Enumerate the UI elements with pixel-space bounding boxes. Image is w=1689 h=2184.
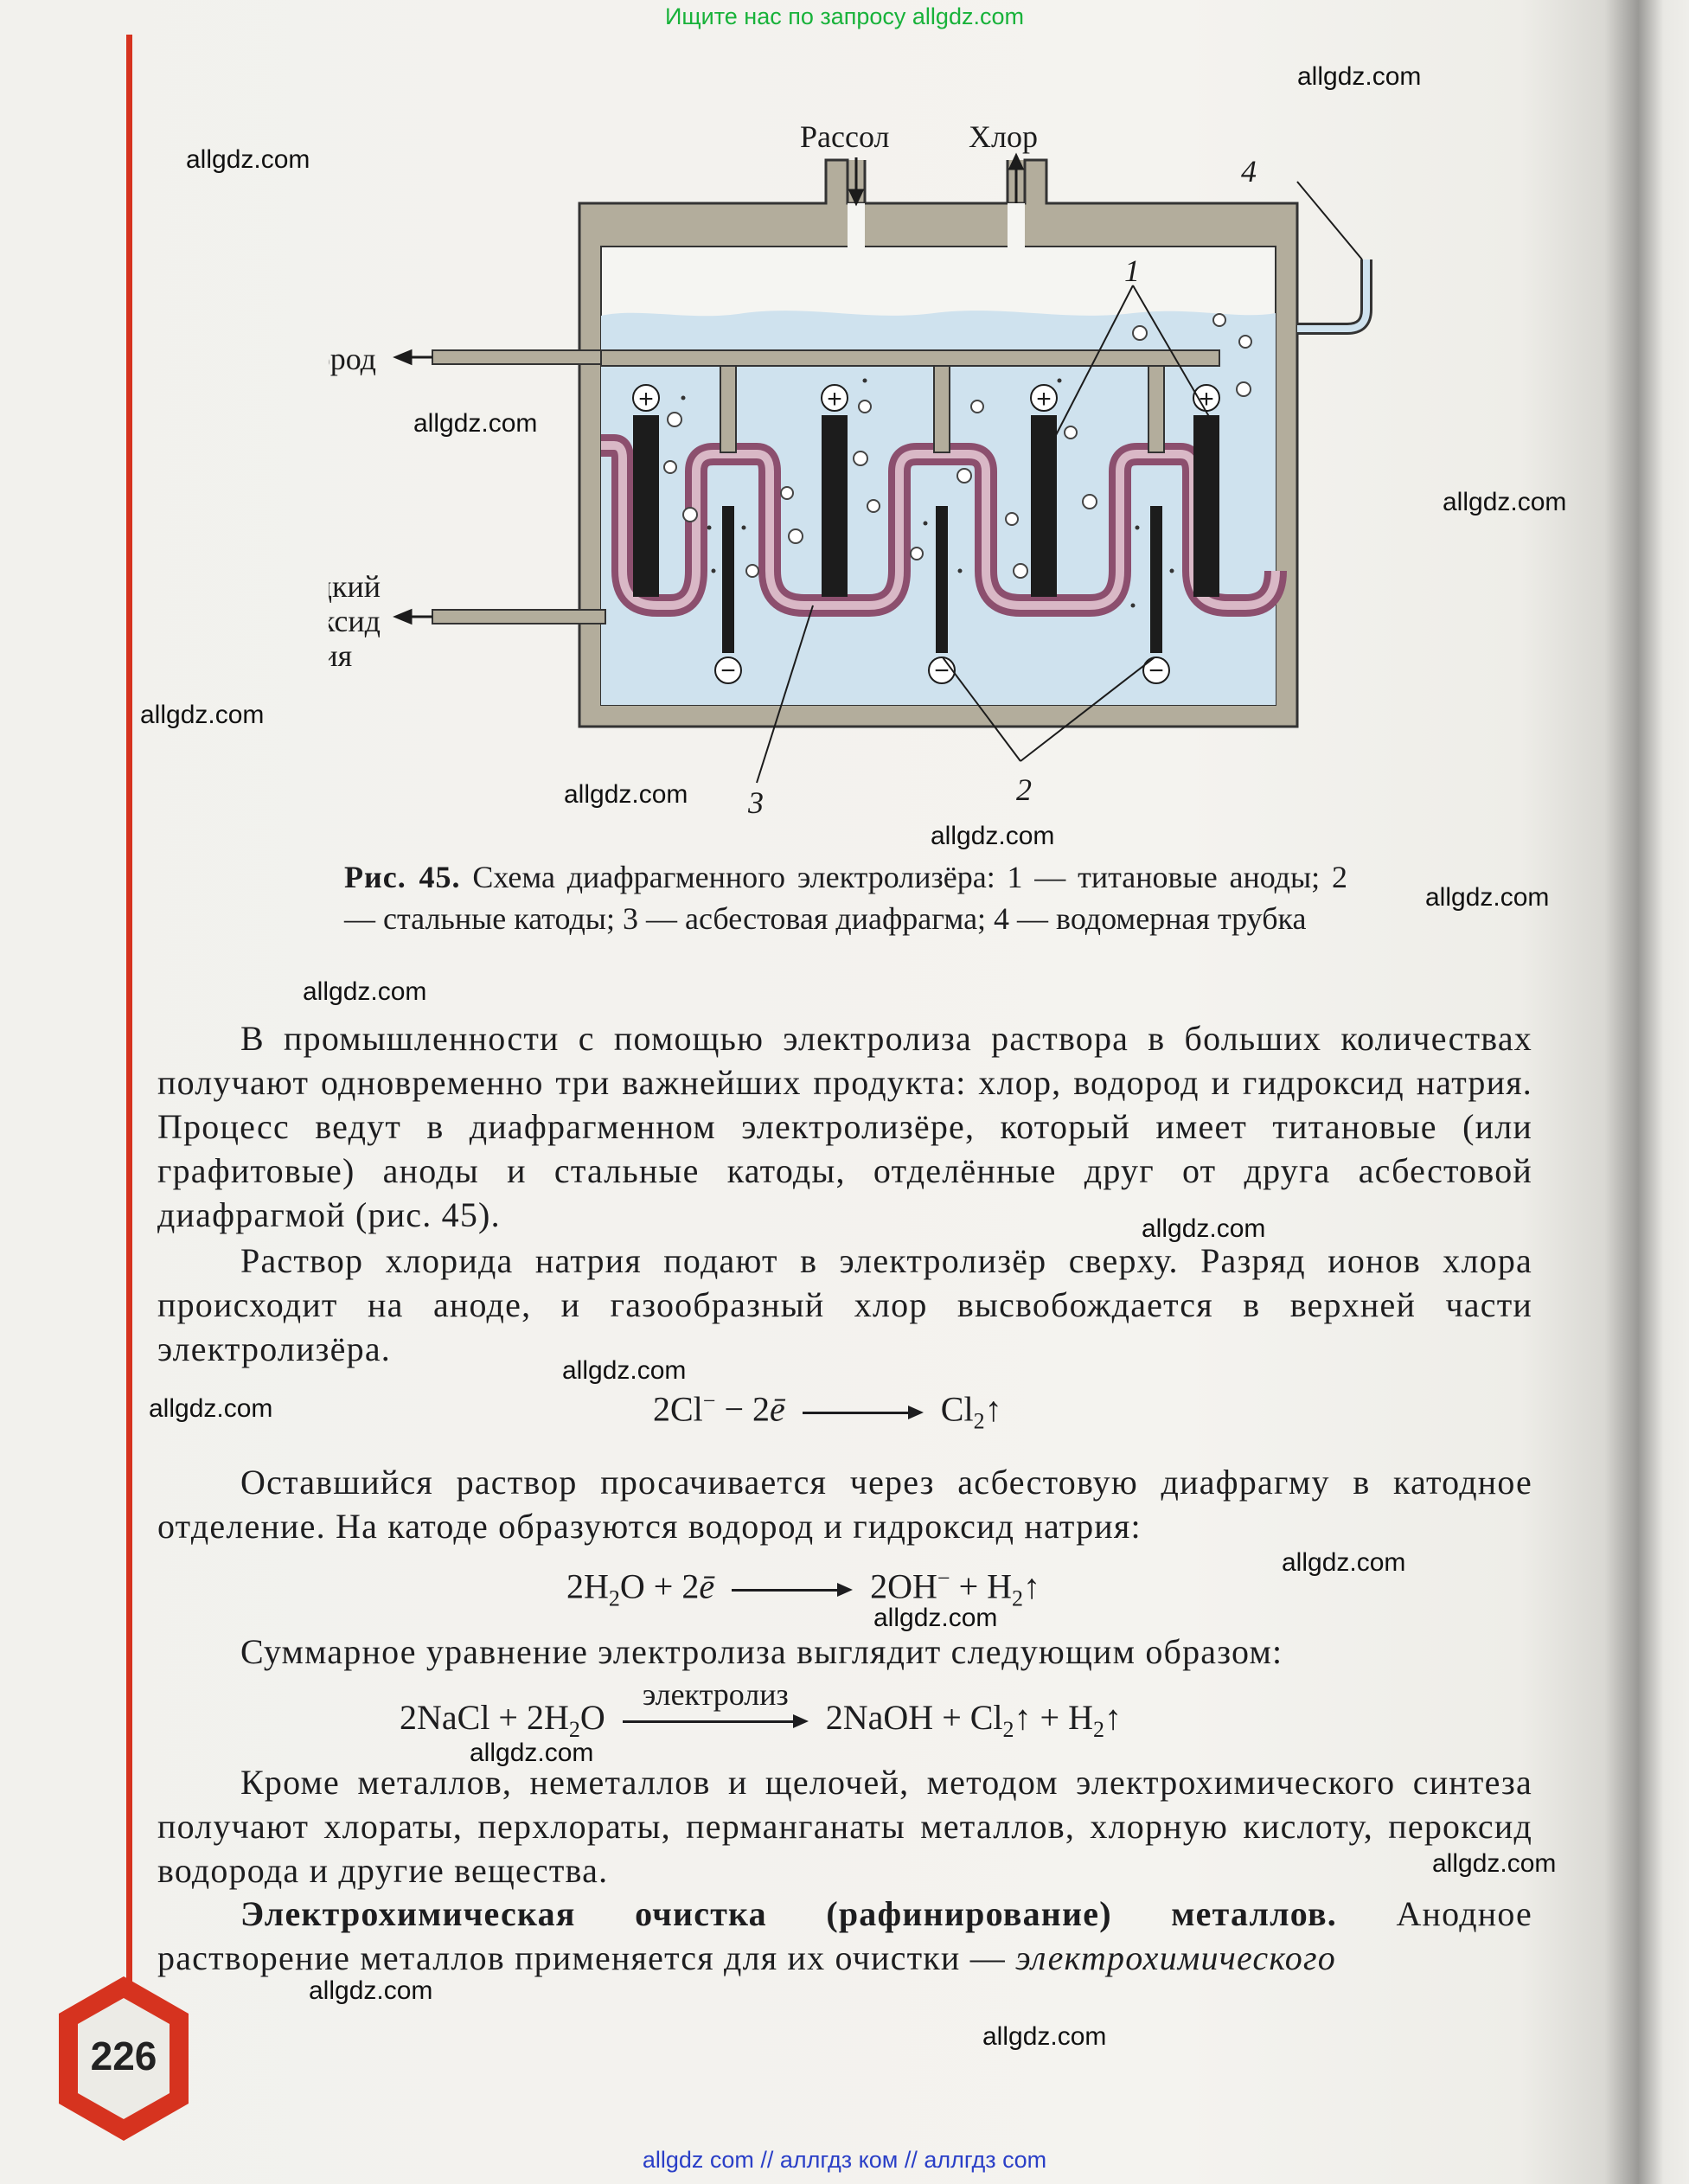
anode <box>633 415 659 597</box>
bottom-banner[interactable]: allgdz com // аллгдз ком // аллгдз com <box>642 2147 1047 2173</box>
label-naoh-line2: гидроксид <box>329 604 381 638</box>
paragraph-3: Оставшийся раствор просачивается через а… <box>157 1463 1532 1546</box>
gas-bubbles <box>663 313 1252 579</box>
paragraph-4: Суммарное уравнение электролиза выглядит… <box>240 1632 1283 1671</box>
watermark: allgdz.com <box>309 1976 433 2005</box>
watermark: allgdz.com <box>1432 1849 1557 1878</box>
label-chlorine: Хлор <box>969 121 1038 154</box>
watermark: allgdz.com <box>413 409 538 438</box>
watermark: allgdz.com <box>1443 488 1567 516</box>
watermark: allgdz.com <box>931 822 1055 850</box>
anode <box>1193 415 1219 597</box>
caption-label: Рис. 45. <box>344 860 461 894</box>
reaction-arrow <box>802 1404 924 1421</box>
leader-lines <box>756 181 1363 784</box>
anode <box>1031 415 1057 597</box>
paragraph-5: Кроме металлов, неметаллов и щелочей, ме… <box>157 1763 1532 1890</box>
minus-sign: − <box>934 656 950 685</box>
chlorine-outlet <box>1008 203 1025 248</box>
section-heading: Электрохимическая очистка (рафинирование… <box>240 1894 1337 1933</box>
watermark: allgdz.com <box>1425 883 1550 912</box>
page-number: 226 <box>90 2033 157 2078</box>
equation-anode: 2Cl− − 2ē Cl2↑ <box>653 1388 1002 1434</box>
plus-sign: + <box>1036 385 1052 413</box>
watermark: allgdz.com <box>149 1394 273 1423</box>
page-number-badge <box>59 1976 189 2141</box>
equation-total: 2NaCl + 2H2O электролиз 2NaOH + Cl2↑ + H… <box>400 1676 1122 1742</box>
cathode <box>1150 506 1162 653</box>
arrow-condition: электролиз <box>642 1676 789 1712</box>
brine-inlet <box>848 203 865 248</box>
watermark: allgdz.com <box>1282 1548 1406 1577</box>
top-banner[interactable]: Ищите нас по запросу allgdz.com <box>665 3 1024 29</box>
label-number-3: 3 <box>747 785 764 820</box>
cathode <box>936 506 948 653</box>
equation-cathode: 2H2O + 2ē 2OH− + H2↑ <box>566 1566 1041 1611</box>
plus-sign: + <box>827 385 842 413</box>
naoh-outlet <box>432 609 606 624</box>
label-naoh-line3: натрия <box>329 638 352 673</box>
plus-sign: + <box>638 385 654 413</box>
cathode <box>722 506 734 653</box>
paragraph-6: Электрохимическая очистка (рафинирование… <box>157 1894 1533 1977</box>
electrolyzer-diagram: + + + + − − − <box>329 121 1372 820</box>
watermark: allgdz.com <box>562 1356 687 1385</box>
watermark: allgdz.com <box>186 145 310 174</box>
label-number-4: 4 <box>1241 154 1257 189</box>
minus-sign: − <box>1148 656 1164 685</box>
watermark: allgdz.com <box>1297 62 1422 91</box>
watermark: allgdz.com <box>982 2022 1107 2051</box>
label-brine: Рассол <box>800 121 889 154</box>
label-number-1: 1 <box>1124 253 1140 288</box>
minus-sign: − <box>720 656 736 685</box>
plus-sign: + <box>1199 385 1214 413</box>
label-hydrogen: Водород <box>329 342 376 376</box>
reaction-arrow <box>732 1581 854 1598</box>
margin-rule <box>126 35 132 2024</box>
watermark: allgdz.com <box>140 701 265 729</box>
label-number-2: 2 <box>1016 772 1032 807</box>
caption-text: Схема диафрагменного электролизёра: 1 — … <box>344 860 1347 936</box>
label-naoh-line1: Жидкий <box>329 569 381 604</box>
figure-caption: Рис. 45. Схема диафрагменного электролиз… <box>344 856 1347 939</box>
watermark: allgdz.com <box>303 977 427 1006</box>
watermark: allgdz.com <box>470 1739 594 1767</box>
watermark: allgdz.com <box>873 1604 998 1632</box>
paragraph-1: В промышленности с помощью электролиза р… <box>157 1019 1532 1234</box>
small-bubbles <box>681 378 1174 608</box>
watermark: allgdz.com <box>1142 1214 1266 1243</box>
anode <box>822 415 848 597</box>
watermark: allgdz.com <box>564 780 688 809</box>
reaction-arrow: электролиз <box>622 1677 809 1730</box>
paragraph-2: Раствор хлорида натрия подают в электрол… <box>157 1241 1532 1368</box>
